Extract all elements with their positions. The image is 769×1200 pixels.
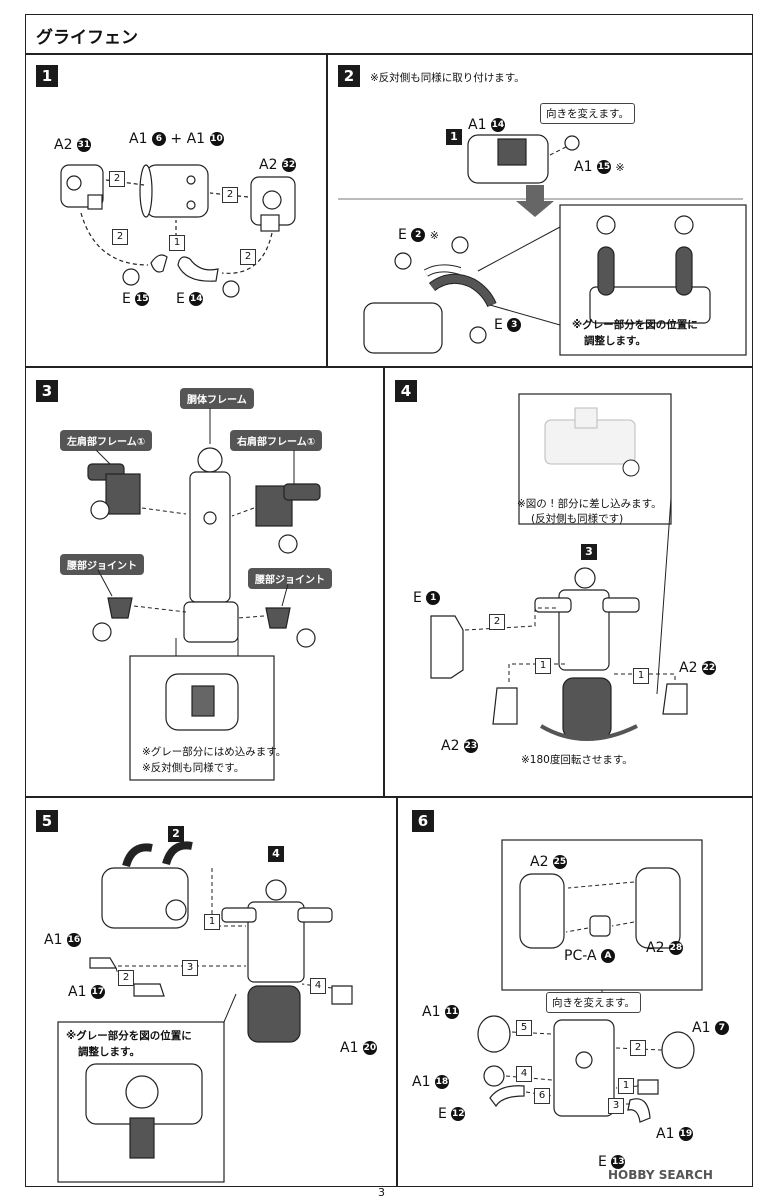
step-5-inset-note: 調整します。 xyxy=(78,1046,140,1058)
label-a1-6-plus-a1-10: A1 6 + A1 10 xyxy=(129,131,224,147)
step-3-panel: 3 胴体フレーム 左肩部フレーム① 右肩部フレーム① 腰部ジョイント 腰部ジョイ… xyxy=(25,367,384,797)
attention-icon xyxy=(122,268,240,298)
step-2-panel: 2 ※反対側も同様に取り付けます。 向きを変えます。 1 xyxy=(327,54,753,367)
step-6-number: 6 xyxy=(412,810,434,832)
down-arrow-icon xyxy=(516,185,554,217)
step-4-sub-step: 3 xyxy=(581,544,597,560)
watermark: HOBBY SEARCH xyxy=(608,1168,713,1182)
step-5-arrow-order: 4 xyxy=(310,978,326,994)
step-3-inset-note: ※反対側も同様です。 xyxy=(142,762,245,774)
step-5-arrow-order: 3 xyxy=(182,960,198,976)
step-4-number: 4 xyxy=(395,380,417,402)
step-1-panel: 1 xyxy=(25,54,327,367)
step-1-arrow-order: 2 xyxy=(112,229,128,245)
label-e-12: E 12 xyxy=(438,1106,466,1122)
label-a2-22: A2 22 xyxy=(679,660,716,676)
step-5-panel: 5 2 4 xyxy=(25,797,397,1187)
label-e-2: E 2 ※ xyxy=(398,227,439,243)
label-a2-32: A2 32 xyxy=(259,157,296,173)
step-2-inset-note: ※グレー部分を図の位置に xyxy=(572,319,698,331)
label-a1-20: A1 20 xyxy=(340,1040,377,1056)
step-6-arrow-order: 5 xyxy=(516,1020,532,1036)
label-a1-18: A1 18 xyxy=(412,1074,449,1090)
label-a1-19: A1 19 xyxy=(656,1126,693,1142)
step-2-number: 2 xyxy=(338,65,360,87)
tag-left-shoulder-frame: 左肩部フレーム① xyxy=(60,430,153,451)
label-e-1: E 1 xyxy=(413,590,441,606)
label-e-3: E 3 xyxy=(494,317,522,333)
tag-waist-joint-left: 腰部ジョイント xyxy=(60,554,144,575)
label-a1-14: A1 14 xyxy=(468,117,505,133)
label-pc-a-a: PC-A A xyxy=(564,948,615,964)
part-e-14 xyxy=(177,256,219,282)
title-bar: グライフェン xyxy=(25,14,753,54)
step-2-inset-note: 調整します。 xyxy=(584,335,646,347)
step-3-inset-note: ※グレー部分にはめ込みます。 xyxy=(142,746,287,758)
step-4-panel: 4 xyxy=(384,367,753,797)
step-5-sub-step: 4 xyxy=(268,846,284,862)
step-6-illustration xyxy=(477,839,703,1123)
step-5-inset-note: ※グレー部分を図の位置に xyxy=(66,1030,192,1042)
label-a1-17: A1 17 xyxy=(68,984,105,1000)
step-1-illustration xyxy=(60,164,296,298)
step-6-arrow-order: 1 xyxy=(618,1078,634,1094)
label-e-15: E 15 xyxy=(122,291,150,307)
attention-icon xyxy=(394,236,487,344)
label-a1-16: A1 16 xyxy=(44,932,81,948)
tag-waist-joint-right: 腰部ジョイント xyxy=(248,568,332,589)
step-1-arrow-order: 2 xyxy=(222,187,238,203)
step-4-rotate-note: ※180度回転させます。 xyxy=(521,754,633,766)
part-a1-6-a1-10 xyxy=(139,164,209,218)
tag-right-shoulder-frame: 右肩部フレーム① xyxy=(230,430,323,451)
step-6-arrow-order: 3 xyxy=(608,1098,624,1114)
step-1-arrow-order: 2 xyxy=(240,249,256,265)
step-6-panel: 6 xyxy=(397,797,753,1187)
step-4-inset-note: (反対側も同様です) xyxy=(531,513,624,525)
part-a2-32 xyxy=(250,176,296,232)
step-6-callout: 向きを変えます。 xyxy=(546,992,641,1013)
step-4-arrow-order: 1 xyxy=(633,668,649,684)
label-a1-11: A1 11 xyxy=(422,1004,459,1020)
attention-icon xyxy=(622,459,640,477)
step-4-illustration xyxy=(430,393,688,741)
step-1-arrow-order: 1 xyxy=(169,235,185,251)
label-a1-7: A1 7 xyxy=(692,1020,729,1036)
step-5-number: 5 xyxy=(36,810,58,832)
step-3-illustration xyxy=(87,408,321,781)
step-2-note: ※反対側も同様に取り付けます。 xyxy=(370,72,525,84)
page-title: グライフェン xyxy=(36,28,138,48)
step-5-illustration xyxy=(57,841,353,1183)
step-5-arrow-order: 1 xyxy=(204,914,220,930)
part-e-15 xyxy=(150,254,168,273)
step-2-sub-step: 1 xyxy=(446,129,462,145)
step-6-arrow-order: 4 xyxy=(516,1066,532,1082)
step-1-number: 1 xyxy=(36,65,58,87)
label-e-14: E 14 xyxy=(176,291,204,307)
attention-icon xyxy=(90,500,316,648)
step-6-arrow-order: 6 xyxy=(534,1088,550,1104)
label-a1-15: A1 15 ※ xyxy=(574,159,625,175)
step-6-arrow-order: 2 xyxy=(630,1040,646,1056)
step-4-inset-note: ※図の ! 部分に差し込みます。 xyxy=(517,498,662,510)
step-3-number: 3 xyxy=(36,380,58,402)
step-4-arrow-order: 1 xyxy=(535,658,551,674)
label-a2-23: A2 23 xyxy=(441,738,478,754)
part-a2-31 xyxy=(60,164,104,210)
step-5-sub-step: 2 xyxy=(168,826,184,842)
step-4-arrow-order: 2 xyxy=(489,614,505,630)
label-a2-25: A2 25 xyxy=(530,854,567,870)
label-e-13: E 13 xyxy=(598,1154,626,1170)
step-2-illustration xyxy=(338,134,747,356)
step-1-arrow-order: 2 xyxy=(109,171,125,187)
tag-body-frame: 胴体フレーム xyxy=(180,388,254,409)
step-5-arrow-order: 2 xyxy=(118,970,134,986)
rotate-arrow-icon xyxy=(539,724,638,741)
page-number: 3 xyxy=(378,1186,385,1199)
label-a2-28: A2 28 xyxy=(646,940,683,956)
label-a2-31: A2 31 xyxy=(54,137,91,153)
step-2-callout: 向きを変えます。 xyxy=(540,103,635,124)
